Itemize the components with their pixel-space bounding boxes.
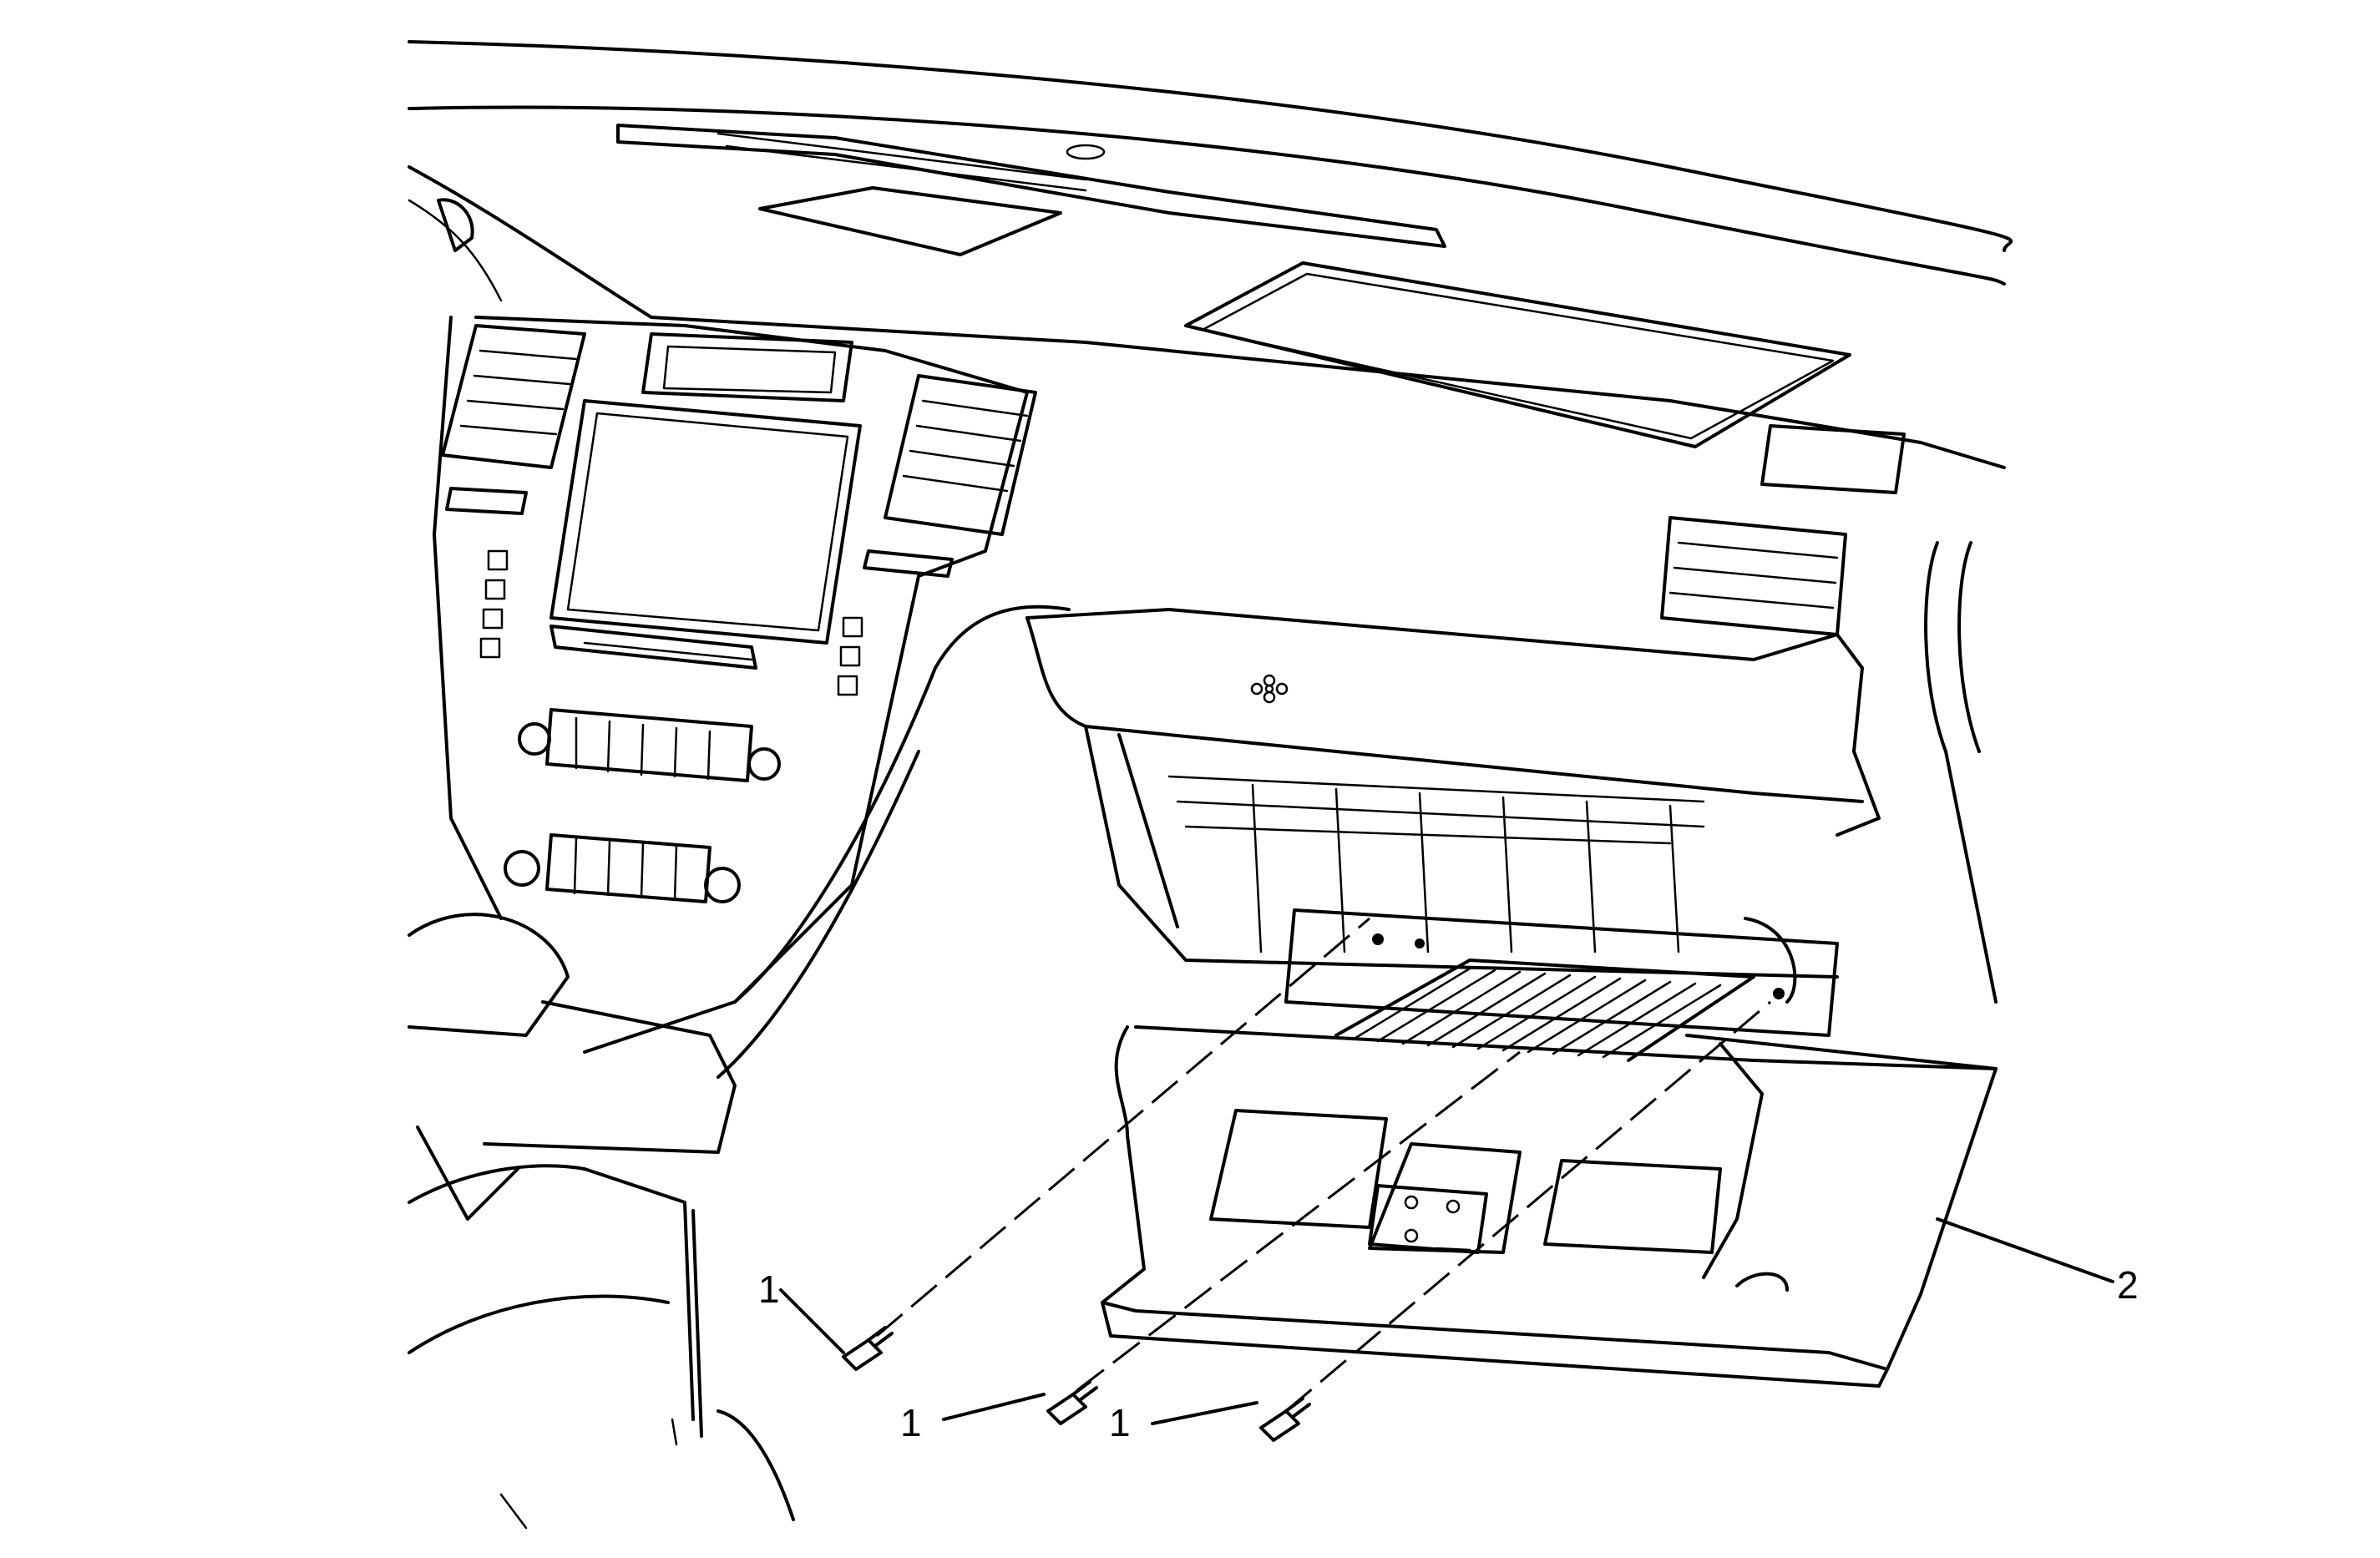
screw-3 [1259,1000,1771,1442]
callout-label-glovebox: 2 [2117,1263,2139,1307]
center-stack [433,316,1037,1054]
callout-label-screw-1: 1 [758,1267,780,1311]
airbag-logo [1250,674,1289,704]
leader-lines [779,1217,2114,1425]
dashboard-top [408,40,2013,469]
screw-2 [1046,1050,1521,1425]
callout-label-screw-2: 1 [900,1401,922,1444]
screw-1 [842,917,1370,1371]
passenger-dash [1025,424,1998,1004]
glovebox-opening [1084,725,1839,1037]
console [408,604,1071,1530]
callout-label-screw-3: 1 [1109,1401,1131,1444]
glovebox [1101,959,1998,1388]
